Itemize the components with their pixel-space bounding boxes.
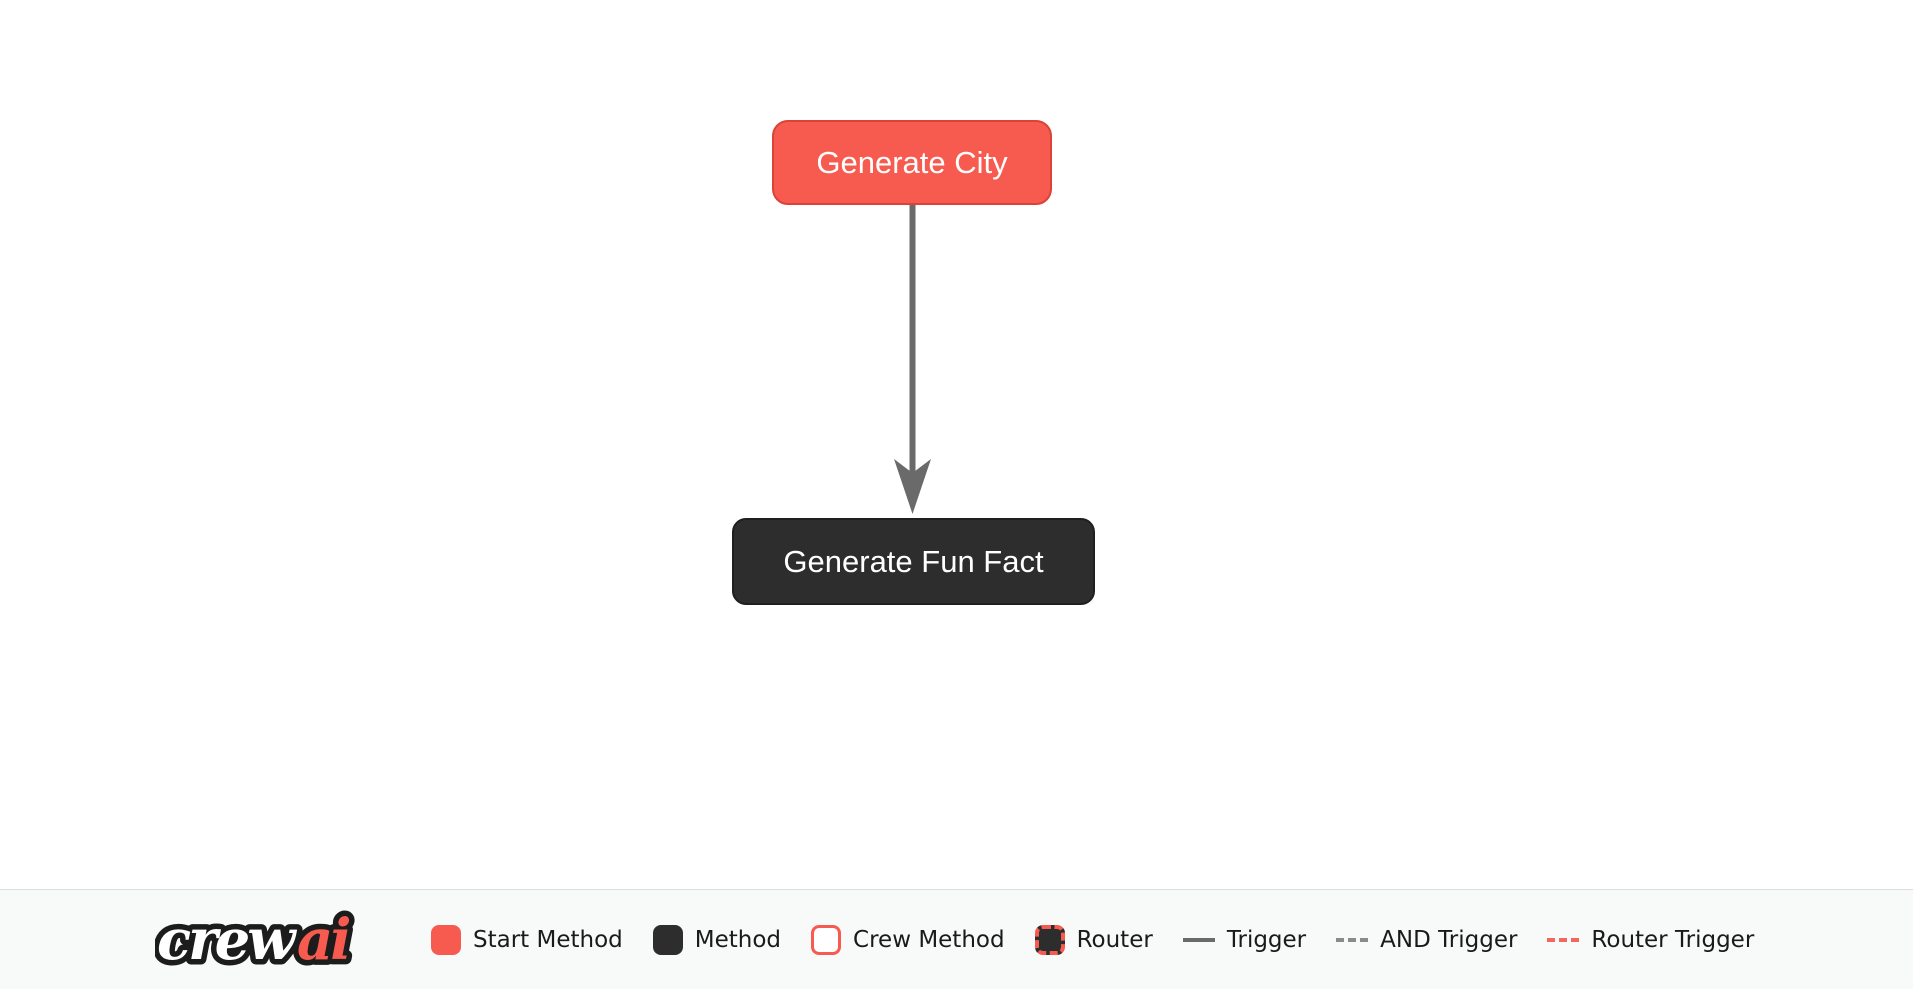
legend-label: Router Trigger — [1591, 926, 1755, 953]
legend-label: Crew Method — [853, 926, 1005, 953]
crewai-logo-red-part: ai — [297, 907, 349, 973]
legend-label: Start Method — [473, 926, 623, 953]
crewai-logo-white-part: crew — [157, 907, 297, 973]
crewai-logo-icon: crew ai — [155, 901, 358, 978]
crew-method-swatch-icon — [811, 924, 842, 955]
legend-item-router: Router — [1034, 924, 1153, 955]
node-generate-fun-fact[interactable]: Generate Fun Fact — [732, 518, 1095, 605]
trigger-line-icon — [1182, 937, 1215, 942]
legend-label: Trigger — [1226, 926, 1307, 953]
legend-item-router-trigger: Router Trigger — [1547, 927, 1754, 953]
start-method-swatch-icon — [431, 924, 461, 955]
legend-label: Method — [694, 926, 782, 953]
legend-item-method: Method — [652, 924, 782, 955]
legend-label: Router — [1076, 926, 1153, 953]
router-trigger-line-icon — [1547, 937, 1580, 942]
router-swatch-icon — [1034, 924, 1065, 955]
legend-item-start-method: Start Method — [431, 924, 623, 955]
node-generate-city-label: Generate City — [816, 144, 1008, 180]
legend-item-crew-method: Crew Method — [811, 924, 1005, 955]
legend-label: AND Trigger — [1380, 926, 1518, 953]
legend-item-trigger: Trigger — [1182, 926, 1307, 953]
crewai-logo: crew ai — [155, 901, 387, 979]
node-generate-fun-fact-label: Generate Fun Fact — [783, 543, 1044, 579]
node-generate-city[interactable]: Generate City — [772, 120, 1052, 205]
and-trigger-line-icon — [1336, 937, 1369, 942]
legend-bar: crew ai Start Method Method Crew Method … — [0, 889, 1913, 989]
flow-canvas[interactable]: Generate City Generate Fun Fact — [0, 0, 1913, 889]
method-swatch-icon — [652, 924, 683, 955]
trigger-edge-arrowhead-icon — [894, 459, 931, 514]
legend-item-and-trigger: AND Trigger — [1336, 927, 1517, 953]
